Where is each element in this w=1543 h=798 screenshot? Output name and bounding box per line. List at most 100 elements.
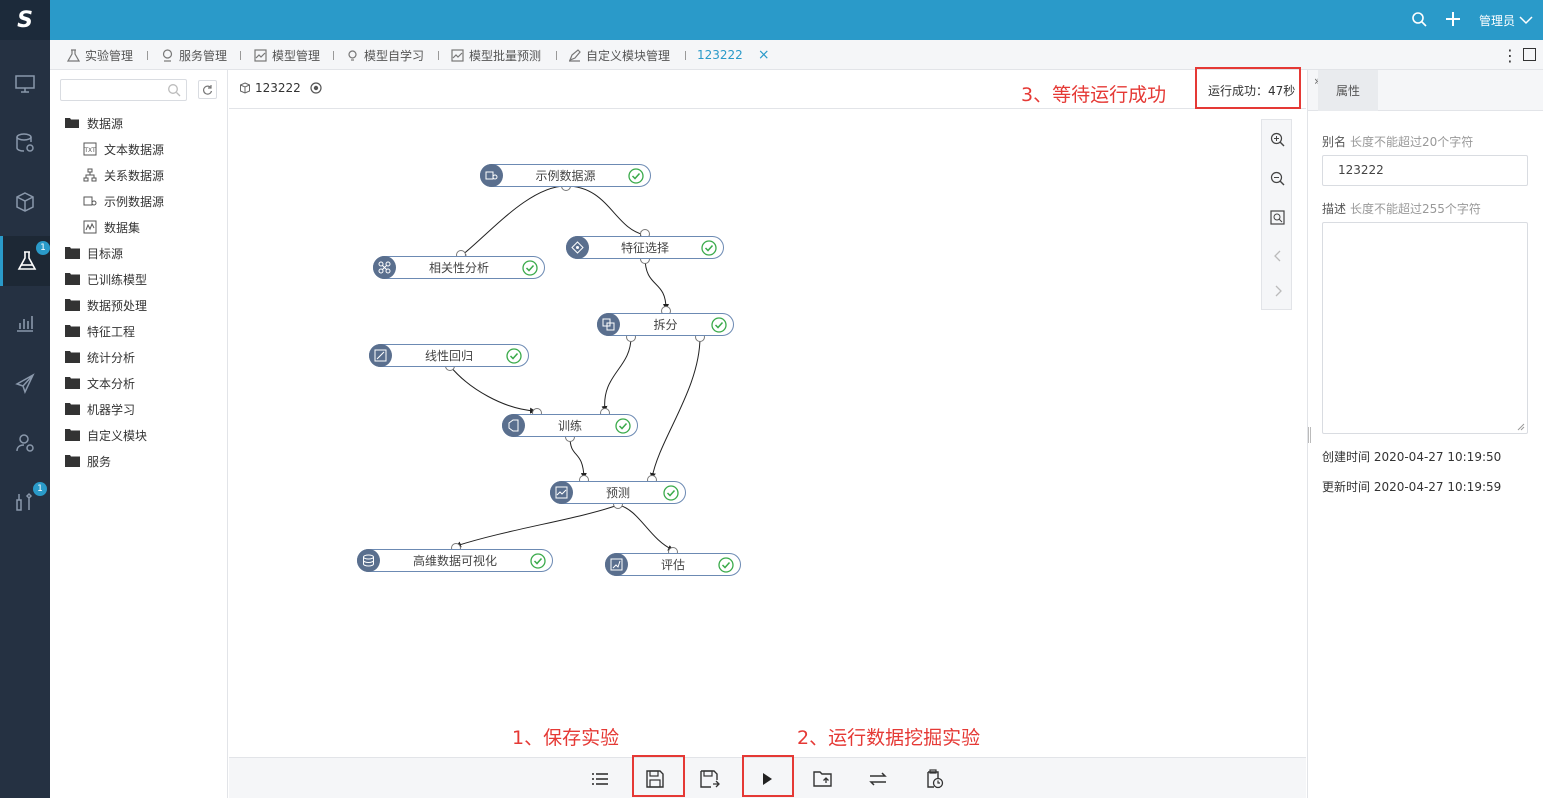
- tree-folder-text-analysis[interactable]: 文本分析: [65, 373, 135, 393]
- feature-icon: [566, 236, 589, 259]
- node-correlation-analysis[interactable]: 相关性分析: [373, 256, 545, 279]
- regression-icon: [369, 344, 392, 367]
- tools-badge: 1: [33, 482, 47, 496]
- flask-icon: [67, 48, 80, 62]
- tree-item-relational-datasource[interactable]: 关系数据源: [83, 165, 164, 185]
- target-icon[interactable]: [309, 81, 323, 95]
- tab-properties[interactable]: 属性: [1318, 70, 1378, 111]
- save-as-button[interactable]: [697, 766, 723, 792]
- node-feature-selection[interactable]: 特征选择: [566, 236, 724, 259]
- resize-handle[interactable]: [1308, 427, 1311, 443]
- user-settings-icon: [16, 434, 34, 452]
- created-time: 创建时间 2020-04-27 10:19:50: [1322, 450, 1502, 464]
- edge-predict-eval: [617, 504, 674, 551]
- redo-button[interactable]: [1262, 272, 1293, 310]
- node-linear-regression[interactable]: 线性回归: [369, 344, 529, 367]
- rail-item-dashboard[interactable]: [0, 59, 50, 109]
- node-train[interactable]: 训练: [502, 414, 638, 437]
- undo-button[interactable]: [1262, 237, 1293, 275]
- pen-icon: [568, 48, 581, 62]
- tree-folder-trained-models[interactable]: 已训练模型: [65, 269, 147, 289]
- datasource-icon: [480, 164, 503, 187]
- tab-separator: [147, 51, 148, 60]
- text-file-icon: TXT: [83, 142, 97, 156]
- tree-folder-datasource[interactable]: 数据源: [65, 113, 123, 133]
- list-icon: [592, 773, 608, 785]
- run-status: 运行成功：47秒: [1208, 84, 1296, 98]
- tree-folder-feature-engineering[interactable]: 特征工程: [65, 321, 135, 341]
- rail-item-analytics[interactable]: [0, 298, 50, 348]
- close-tab-icon[interactable]: ×: [757, 47, 770, 63]
- experiment-canvas[interactable]: 示例数据源 特征选择 相关性分析 拆分 线性回归 训练: [229, 109, 1306, 757]
- tab-123222[interactable]: 123222 ×: [697, 47, 770, 63]
- tree-folder-machine-learning[interactable]: 机器学习: [65, 399, 135, 419]
- tab-model-self-learning[interactable]: 模型自学习: [346, 40, 424, 70]
- search-icon[interactable]: [1411, 11, 1427, 30]
- zoom-out-icon: [1270, 171, 1285, 185]
- run-button[interactable]: [754, 766, 780, 792]
- experiment-badge: 1: [36, 241, 50, 255]
- zoom-in-button[interactable]: [1262, 120, 1293, 158]
- tree-folder-statistics[interactable]: 统计分析: [65, 347, 135, 367]
- rail-item-users[interactable]: [0, 418, 50, 468]
- tab-batch-prediction[interactable]: 模型批量预测: [451, 40, 541, 70]
- tree-folder-services[interactable]: 服务: [65, 451, 111, 471]
- tab-separator: [685, 51, 686, 60]
- tree-folder-preprocessing[interactable]: 数据预处理: [65, 295, 147, 315]
- node-split[interactable]: 拆分: [597, 313, 734, 336]
- rail-item-tools[interactable]: 1: [0, 477, 50, 527]
- success-check-icon: [663, 485, 679, 501]
- schedule-button[interactable]: [921, 766, 947, 792]
- success-check-icon: [506, 348, 522, 364]
- fit-view-button[interactable]: [1262, 198, 1293, 236]
- tree-item-sample-datasource[interactable]: 示例数据源: [83, 191, 164, 211]
- description-textarea[interactable]: [1322, 222, 1528, 434]
- rail-item-data[interactable]: [0, 118, 50, 168]
- tree-search-input[interactable]: [60, 79, 187, 101]
- node-high-dim-visualization[interactable]: 高维数据可视化: [357, 549, 553, 572]
- node-predict[interactable]: 预测: [550, 481, 686, 504]
- edge-split-train: [601, 336, 632, 412]
- success-check-icon: [718, 557, 734, 573]
- tree-item-text-datasource[interactable]: TXT 文本数据源: [83, 142, 165, 157]
- export-button[interactable]: [810, 766, 836, 792]
- tab-service-management[interactable]: 服务管理: [161, 40, 227, 70]
- tab-separator: [438, 51, 439, 60]
- zoom-toolbar: [1261, 119, 1292, 310]
- maximize-icon[interactable]: [1523, 48, 1536, 61]
- node-sample-datasource[interactable]: 示例数据源: [480, 164, 651, 187]
- rail-item-models[interactable]: [0, 177, 50, 227]
- tree-item-dataset[interactable]: 数据集: [83, 217, 140, 237]
- folder-icon: [65, 455, 80, 467]
- alias-input[interactable]: 123222: [1322, 155, 1528, 186]
- edge-lr-train: [449, 365, 536, 414]
- rail-item-experiment[interactable]: 1: [0, 236, 50, 286]
- tab-custom-module-management[interactable]: 自定义模块管理: [568, 40, 670, 70]
- more-icon[interactable]: ⋮: [1502, 46, 1518, 65]
- user-menu[interactable]: 管理员: [1479, 12, 1533, 29]
- rail-item-publish[interactable]: [0, 358, 50, 408]
- switch-button[interactable]: [865, 766, 891, 792]
- tree-folder-custom-modules[interactable]: 自定义模块: [65, 425, 147, 445]
- tab-model-management[interactable]: 模型管理: [254, 40, 320, 70]
- highlight-run-status: [1195, 67, 1301, 109]
- collapse-icon[interactable]: »: [1314, 74, 1321, 88]
- monitor-icon: [15, 75, 35, 93]
- list-button[interactable]: [587, 766, 613, 792]
- refresh-button[interactable]: [198, 80, 217, 99]
- dataset-icon: [83, 220, 97, 234]
- node-evaluate[interactable]: 评估: [605, 553, 741, 576]
- add-icon[interactable]: [1445, 11, 1461, 30]
- bottom-toolbar: [229, 757, 1306, 798]
- save-button[interactable]: [642, 766, 668, 792]
- folder-icon: [65, 325, 80, 337]
- success-check-icon: [522, 260, 538, 276]
- chevron-left-icon: [1273, 250, 1280, 262]
- zoom-out-button[interactable]: [1262, 159, 1293, 197]
- success-check-icon: [530, 553, 546, 569]
- tree-folder-target-source[interactable]: 目标源: [65, 243, 123, 263]
- tab-experiment-management[interactable]: 实验管理: [67, 40, 133, 70]
- train-icon: [502, 414, 525, 437]
- app-logo[interactable]: S: [0, 0, 50, 40]
